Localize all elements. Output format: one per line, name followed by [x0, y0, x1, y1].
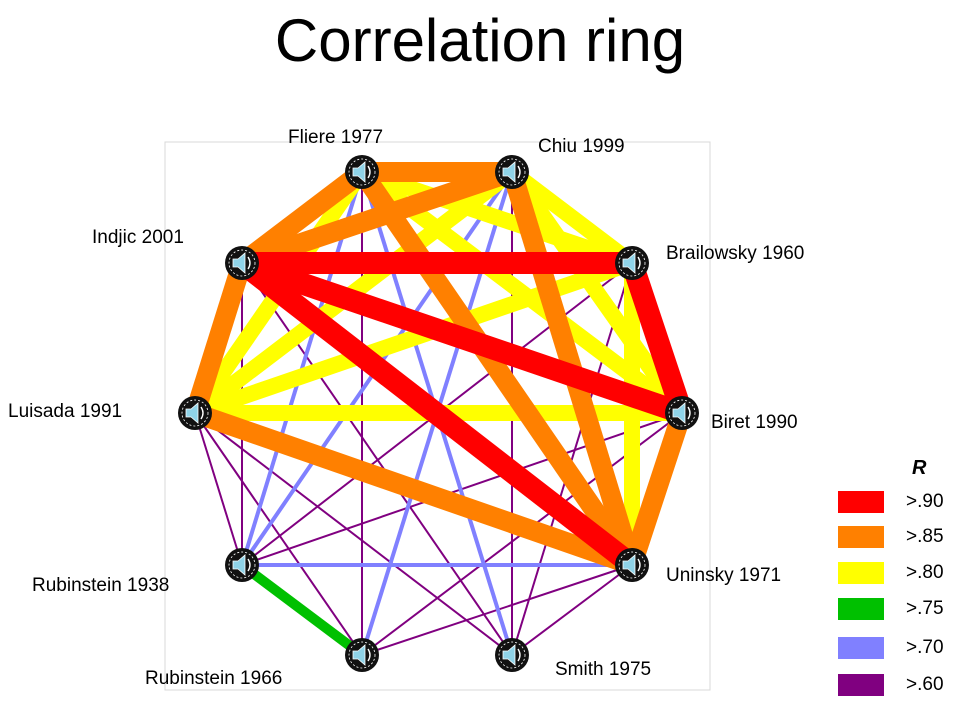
page-title: Correlation ring: [274, 7, 686, 74]
legend-item: >.70: [838, 637, 948, 659]
legend-item: >.90: [838, 491, 948, 513]
edge-chiu-biret: [505, 167, 689, 418]
edges-layer: [185, 162, 693, 659]
edge-brailowsky-biret: [621, 259, 693, 417]
node-label-brailowsky: Brailowsky 1960: [666, 243, 805, 264]
speaker-icon[interactable]: [225, 548, 259, 582]
diagram-frame: [164, 141, 711, 691]
speaker-icon[interactable]: [345, 155, 379, 189]
edge-fliere-brailowsky: [359, 164, 635, 271]
legend-swatch: [838, 637, 884, 659]
edge-indjic-biret: [238, 252, 686, 424]
legend-swatch: [838, 491, 884, 513]
edge-uninsky-smith: [511, 564, 633, 656]
legend-item: >.60: [838, 674, 948, 696]
edge-luisada-rub1966: [194, 412, 363, 656]
speaker-icon[interactable]: [178, 396, 212, 430]
nodes-layer: [178, 155, 699, 672]
edge-brailowsky-luisada: [192, 255, 635, 421]
speaker-icon[interactable]: [495, 638, 529, 672]
legend-item: >.85: [838, 526, 948, 548]
node-label-smith: Smith 1975: [555, 659, 652, 680]
legend-swatch: [838, 598, 884, 620]
edge-indjic-smith: [241, 262, 513, 656]
speaker-icon[interactable]: [615, 548, 649, 582]
node-label-chiu: Chiu 1999: [538, 136, 625, 157]
edge-brailowsky-smith: [511, 262, 633, 656]
legend-item: >.80: [838, 562, 948, 584]
node-label-luisada: Luisada 1991: [8, 401, 123, 422]
edge-rub1938-rub1966: [239, 561, 365, 659]
node-label-indjic: Indjic 2001: [92, 227, 184, 248]
edge-biret-uninsky: [622, 409, 692, 569]
legend-label: >.60: [906, 674, 944, 695]
legend-label: >.90: [906, 491, 944, 512]
legend-swatch: [838, 526, 884, 548]
edge-chiu-indjic: [238, 162, 516, 273]
legend-label: >.80: [906, 562, 944, 583]
node-label-fliere: Fliere 1977: [288, 127, 384, 148]
speaker-icon[interactable]: [225, 246, 259, 280]
legend-item: >.75: [838, 598, 948, 620]
speaker-icon[interactable]: [615, 246, 649, 280]
legend-title: R: [912, 457, 927, 479]
edge-luisada-smith: [194, 412, 513, 656]
node-label-rubinstein-1966: Rubinstein 1966: [145, 668, 283, 689]
legend-label: >.85: [906, 526, 944, 547]
node-label-uninsky: Uninsky 1971: [666, 565, 782, 586]
edge-indjic-uninsky: [235, 254, 639, 574]
speaker-icon[interactable]: [665, 396, 699, 430]
edge-luisada-uninsky: [191, 403, 636, 575]
speaker-icon[interactable]: [495, 155, 529, 189]
node-label-biret: Biret 1990: [711, 412, 798, 433]
edge-luisada-rub1938: [194, 412, 243, 566]
legend-swatch: [838, 674, 884, 696]
node-label-rubinstein-1938: Rubinstein 1938: [32, 575, 170, 596]
edge-indjic-luisada: [185, 260, 252, 416]
speaker-icon[interactable]: [345, 638, 379, 672]
legend-label: >.75: [906, 598, 944, 619]
edge-fliere-uninsky: [353, 166, 641, 571]
legend-swatch: [838, 562, 884, 584]
legend-label: >.70: [906, 637, 944, 658]
